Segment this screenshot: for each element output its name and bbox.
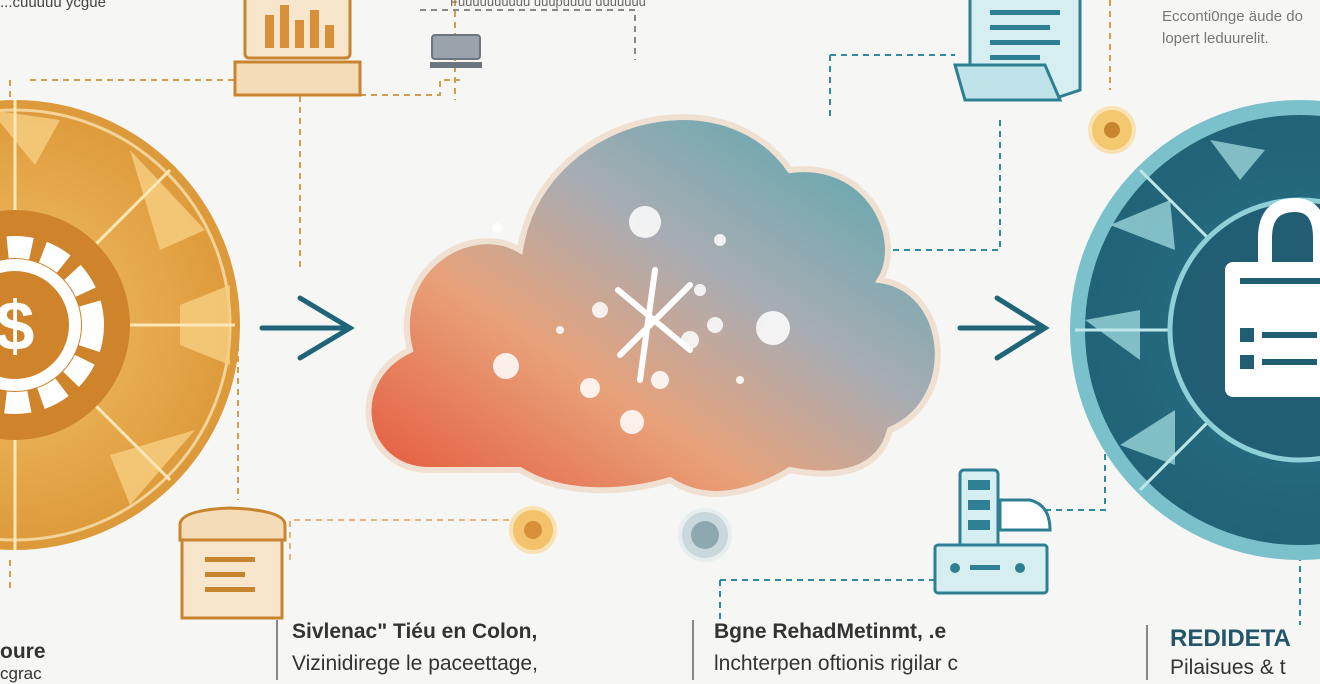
caption-3-title: Bgne RehadMetinmt, .e xyxy=(714,620,947,643)
svg-text:$: $ xyxy=(0,287,34,365)
caption-1-title: oure xyxy=(0,640,46,663)
arrow-right-icon xyxy=(259,295,355,361)
caption-2-title: Sivlenac" Tiéu en Colon, xyxy=(292,620,538,643)
top-middle-label: Fuuuuuuuuuu uuupuuuu uuuuuuu xyxy=(450,0,646,9)
laptop-chart-icon xyxy=(233,0,362,97)
coin-icon xyxy=(1088,106,1136,154)
caption-divider xyxy=(1146,625,1148,680)
caption-divider xyxy=(692,620,694,680)
document-icon xyxy=(953,0,1082,102)
arrow-right-icon xyxy=(957,295,1050,361)
caption-3-subtitle: lnchterpen oftionis rigilar c xyxy=(714,652,958,675)
gauge-icon xyxy=(678,508,732,562)
cloud-sparkle-icon xyxy=(365,114,941,497)
gear-dollar-icon: $ xyxy=(0,236,104,414)
left-process-wheel xyxy=(0,100,240,550)
caption-1-subtitle: cgrac xyxy=(0,664,42,683)
server-device-icon xyxy=(933,468,1052,595)
caption-4-subtitle: Pilaisues & t xyxy=(1170,656,1286,679)
coin-icon xyxy=(509,506,557,554)
top-left-label: ...cuuuuu ycgue xyxy=(0,0,106,11)
caption-2-subtitle: Vizinidirege le paceettage, xyxy=(292,652,538,675)
caption-4-title: REDIDETA xyxy=(1170,625,1291,652)
padlock-checklist-icon xyxy=(1225,197,1320,397)
top-right-label-line2: lopert leduurelit. xyxy=(1162,30,1269,47)
caption-divider xyxy=(276,620,278,680)
top-right-label-line1: Ecconti0nge äude do xyxy=(1162,8,1303,25)
server-device-icon xyxy=(430,34,482,68)
archive-box-icon xyxy=(178,506,287,620)
